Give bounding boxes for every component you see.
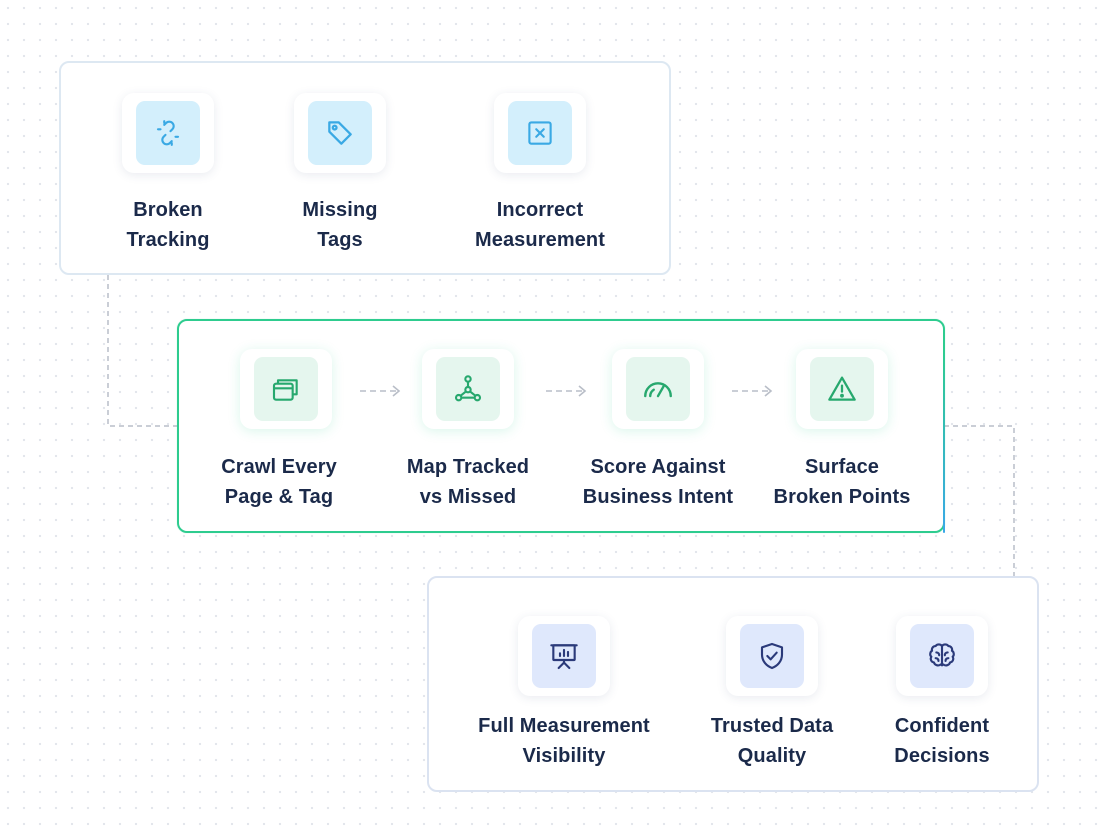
brain-icon (929, 643, 955, 667)
connector-process-to-outcomes (944, 425, 1015, 578)
score-tile (612, 349, 704, 429)
map-tile (422, 349, 514, 429)
incorrect-measurement-tile (494, 93, 586, 173)
gauge-icon (644, 382, 672, 398)
network-nodes-icon (454, 375, 482, 402)
broken-link-icon (156, 120, 180, 146)
shield-check-icon (760, 642, 784, 670)
missing-tags-tile (294, 93, 386, 173)
tag-icon (328, 121, 352, 145)
visibility-tile (518, 616, 610, 696)
data-quality-tile (726, 616, 818, 696)
arrow-right-icon (360, 385, 401, 397)
surface-tile (796, 349, 888, 429)
arrow-right-icon (546, 385, 587, 397)
presentation-chart-icon (550, 644, 578, 670)
connector-problems-to-process (107, 275, 182, 427)
decisions-tile (896, 616, 988, 696)
broken-tracking-tile (122, 93, 214, 173)
warning-triangle-icon (828, 376, 856, 401)
x-box-icon (528, 121, 552, 145)
pages-stack-icon (272, 379, 298, 401)
crawl-tile (240, 349, 332, 429)
arrow-right-icon (732, 385, 773, 397)
